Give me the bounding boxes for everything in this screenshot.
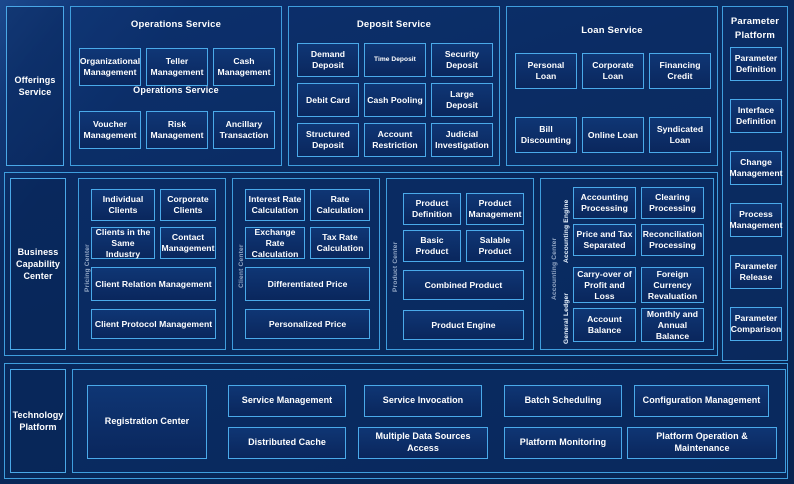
cell-large-deposit[interactable]: Large Deposit [431,83,493,117]
cell-price-and-tax-separated[interactable]: Price and Tax Separated [573,224,636,256]
cell-product-engine[interactable]: Product Engine [403,310,524,340]
group-client-center[interactable]: Interest Rate Calculation Rate Calculati… [232,178,380,350]
cell-parameter-release[interactable]: Parameter Release [730,255,782,289]
group-accounting-center[interactable]: Accounting Engine General Ledger Account… [540,178,714,350]
cell-bill-discounting[interactable]: Bill Discounting [515,117,577,153]
cell-platform-operation-and-maintenance[interactable]: Platform Operation & Maintenance [627,427,777,459]
cell-account-balance[interactable]: Account Balance [573,308,636,342]
cell-personalized-price[interactable]: Personalized Price [245,309,370,339]
cell-interface-definition[interactable]: Interface Definition [730,99,782,133]
group-operations-service[interactable]: Operations Service Organizational Manage… [70,6,282,166]
cell-contact-management[interactable]: Contact Management [160,227,216,259]
cell-client-protocol-management[interactable]: Client Protocol Management [91,309,216,339]
cell-service-invocation[interactable]: Service Invocation [364,385,482,417]
cell-product-definition[interactable]: Product Definition [403,193,461,225]
cell-security-deposit[interactable]: Security Deposit [431,43,493,77]
cell-carry-over-of-profit-and-loss[interactable]: Carry-over of Profit and Loss [573,267,636,303]
cell-personal-loan[interactable]: Personal Loan [515,53,577,89]
cell-organizational-management[interactable]: Organizational Management [79,48,141,86]
offerings-label-line1: Offerings [14,74,56,85]
cell-multiple-data-sources-access[interactable]: Multiple Data Sources Access [358,427,488,459]
cell-distributed-cache[interactable]: Distributed Cache [228,427,346,459]
group-technology-platform[interactable]: Registration Center Service Management D… [72,369,786,473]
cell-differentiated-price[interactable]: Differentiated Price [245,267,370,301]
technology-label-line2: Platform [19,422,57,432]
cell-reconciliation-processing[interactable]: Reconciliation Processing [641,224,704,256]
cell-risk-management[interactable]: Risk Management [146,111,208,149]
cell-clients-in-the-same-industry[interactable]: Clients in the Same Industry [91,227,155,259]
cell-platform-monitoring[interactable]: Platform Monitoring [504,427,622,459]
cell-parameter-comparison[interactable]: Parameter Comparison [730,307,782,341]
cell-foreign-currency-revaluation[interactable]: Foreign Currency Revaluation [641,267,704,303]
group-parameter-platform[interactable]: Parameter Platform Parameter Definition … [722,6,788,361]
row-label-technology-platform: Technology Platform [10,369,66,473]
cell-accounting-processing[interactable]: Accounting Processing [573,187,636,219]
cell-account-restriction[interactable]: Account Restriction [364,123,426,157]
cell-cash-pooling[interactable]: Cash Pooling [364,83,426,117]
business-label-line1: Business [17,246,59,257]
cell-batch-scheduling[interactable]: Batch Scheduling [504,385,622,417]
offerings-label-line2: Service [18,87,52,97]
cell-corporate-loan[interactable]: Corporate Loan [582,53,644,89]
cell-interest-rate-calculation[interactable]: Interest Rate Calculation [245,189,305,221]
group-product-center[interactable]: Product Definition Product Management Ba… [386,178,534,350]
parameter-platform-title-line2: Platform [734,30,776,42]
sub-caption-accounting-engine: Accounting Engine [563,199,570,263]
group-title-operations-service: Operations Service [130,19,222,30]
cell-exchange-rate-calculation[interactable]: Exchange Rate Calculation [245,227,305,259]
cell-online-loan[interactable]: Online Loan [582,117,644,153]
cell-product-management[interactable]: Product Management [466,193,524,225]
group-deposit-service[interactable]: Deposit Service Demand Deposit Time Depo… [288,6,500,166]
cell-change-management[interactable]: Change Management [730,151,782,185]
cell-clearing-processing[interactable]: Clearing Processing [641,187,704,219]
cell-structured-deposit[interactable]: Structured Deposit [297,123,359,157]
row-label-offerings-service: Offerings Service [6,6,64,166]
cell-demand-deposit[interactable]: Demand Deposit [297,43,359,77]
group-title-operations-service-overlay: Operations Service [133,85,219,95]
business-label-line2: Capability [15,258,60,269]
cell-client-relation-management[interactable]: Client Relation Management [91,267,216,301]
cell-cash-management[interactable]: Cash Management [213,48,275,86]
cell-syndicated-loan[interactable]: Syndicated Loan [649,117,711,153]
business-label-line3: Center [23,271,53,282]
cell-process-management[interactable]: Process Management [729,203,782,237]
sub-caption-general-ledger: General Ledger [563,292,570,344]
cell-registration-center[interactable]: Registration Center [87,385,207,459]
cell-basic-product[interactable]: Basic Product [403,230,461,262]
cell-teller-management[interactable]: Teller Management [146,48,208,86]
cell-rate-calculation[interactable]: Rate Calculation [310,189,370,221]
group-pricing-center[interactable]: Individual Clients Corporate Clients Cli… [78,178,226,350]
cell-individual-clients[interactable]: Individual Clients [91,189,155,221]
cell-monthly-and-annual-balance[interactable]: Monthly and Annual Balance [641,308,704,342]
cell-salable-product[interactable]: Salable Product [466,230,524,262]
row-label-business-capability-center: Business Capability Center [10,178,66,350]
cell-voucher-management[interactable]: Voucher Management [79,111,141,149]
group-title-loan-service: Loan Service [581,25,643,36]
parameter-platform-title-line1: Parameter [730,16,780,27]
cell-time-deposit[interactable]: Time Deposit [364,43,426,77]
cell-combined-product[interactable]: Combined Product [403,270,524,300]
cell-configuration-management[interactable]: Configuration Management [634,385,769,417]
parameter-platform-title: Parameter Platform [723,15,787,44]
cell-debit-card[interactable]: Debit Card [297,83,359,117]
cell-judicial-investigation[interactable]: Judicial Investigation [431,123,493,157]
cell-corporate-clients[interactable]: Corporate Clients [160,189,216,221]
cell-ancillary-transaction[interactable]: Ancillary Transaction [213,111,275,149]
cell-parameter-definition[interactable]: Parameter Definition [730,47,782,81]
group-title-deposit-service: Deposit Service [356,19,432,30]
group-loan-service[interactable]: Loan Service Personal Loan Corporate Loa… [506,6,718,166]
technology-label-line1: Technology [12,409,64,420]
cell-service-management[interactable]: Service Management [228,385,346,417]
cell-tax-rate-calculation[interactable]: Tax Rate Calculation [310,227,370,259]
cell-financing-credit[interactable]: Financing Credit [649,53,711,89]
